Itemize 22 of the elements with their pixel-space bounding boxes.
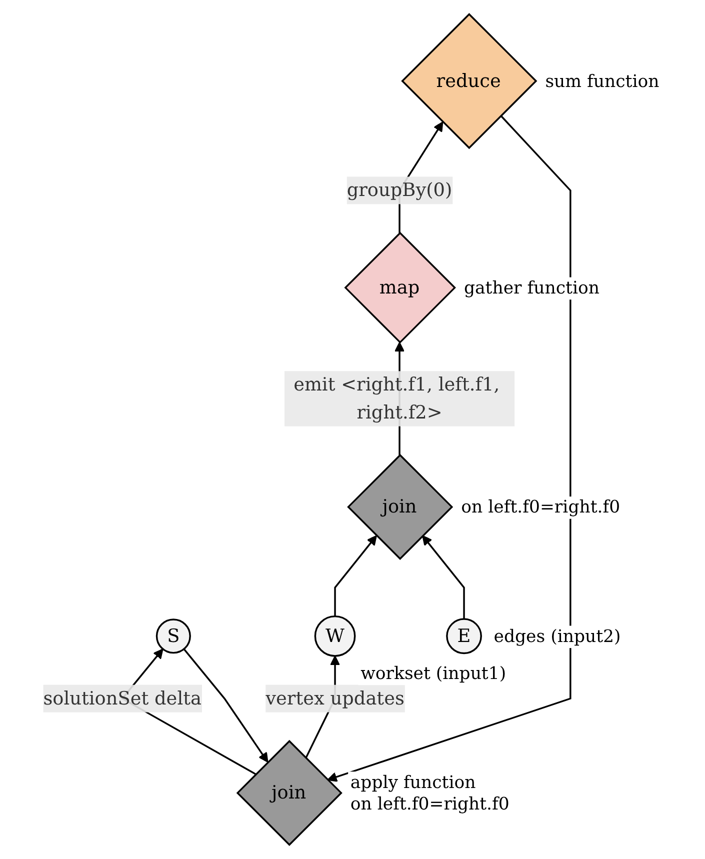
- node-diamond: reduce: [401, 13, 538, 150]
- arrow: [327, 115, 572, 782]
- edge-label: vertex updates: [266, 687, 405, 709]
- node-circle: E: [446, 618, 482, 654]
- arrow: [422, 535, 466, 620]
- node-circle: W: [314, 615, 356, 657]
- node-caption: workset (input1): [360, 664, 506, 684]
- node-caption: on left.f0=right.f0: [350, 794, 510, 815]
- node-caption: edges (input2): [494, 626, 621, 647]
- node-caption: sum function: [545, 72, 660, 92]
- edge-label: groupBy(0): [346, 178, 452, 201]
- node-caption: apply function: [350, 772, 476, 793]
- node-diamond: join: [347, 454, 454, 560]
- edge-label: solutionSet delta: [43, 687, 202, 709]
- node-caption: on left.f0=right.f0: [461, 498, 620, 518]
- node-circle: S: [156, 618, 192, 654]
- node-diamond: join: [236, 740, 343, 846]
- node-diamond: map: [344, 232, 456, 344]
- edge-label: emit <right.f1, left.f1, right.f2>: [294, 373, 500, 423]
- arrow: [183, 648, 268, 763]
- node-caption: gather function: [464, 278, 600, 298]
- arrow: [334, 535, 378, 616]
